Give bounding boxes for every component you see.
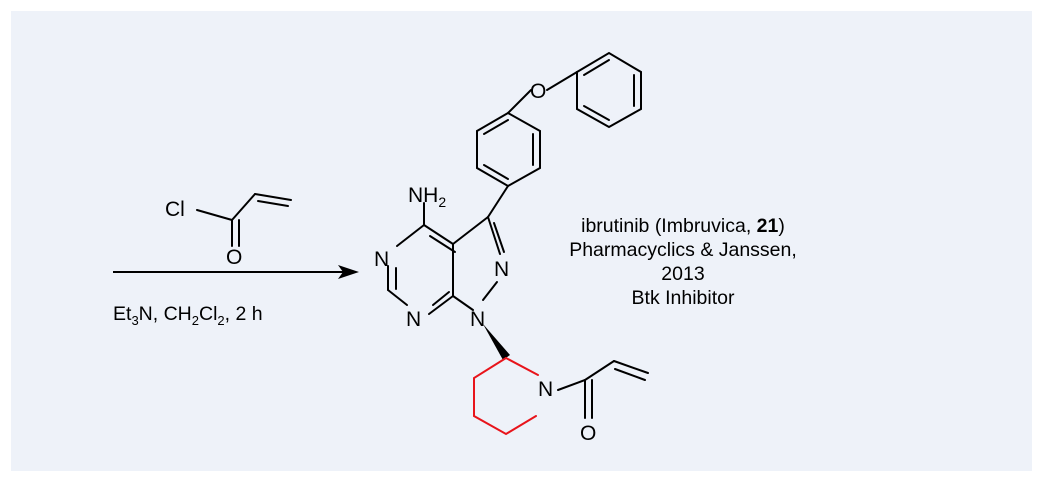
reaction-arrow: [113, 265, 359, 279]
chlorine-label: Cl: [165, 198, 185, 221]
ether-o-label: O: [530, 80, 546, 103]
compound-name-line: ibrutinib (Imbruvica, 21): [581, 215, 785, 237]
carbonyl-o-label: O: [226, 246, 242, 269]
amide-o-label: O: [580, 422, 596, 445]
pyrazole-n2-label: N: [494, 258, 509, 281]
compound-caption: ibrutinib (Imbruvica, 21) Pharmacyclics …: [548, 214, 818, 310]
compound-number: 21: [756, 215, 779, 237]
pyrimidine-n-label: N: [374, 248, 389, 271]
piperidine-n-label: N: [538, 378, 553, 401]
background-panel: [11, 11, 1032, 471]
developer-line: Pharmacyclics & Janssen, 2013: [569, 239, 797, 285]
acryloyl-chloride: Cl O: [165, 193, 292, 269]
pyrimidine-n3-label: N: [406, 308, 421, 331]
ibrutinib-structure: O NH2 N N N N N O: [374, 51, 649, 445]
pyrazole-n1-label: N: [470, 308, 485, 331]
target-line: Btk Inhibitor: [631, 287, 735, 309]
reaction-conditions: Et3N, CH2Cl2, 2 h: [113, 303, 263, 328]
amine-label: NH2: [408, 184, 446, 210]
